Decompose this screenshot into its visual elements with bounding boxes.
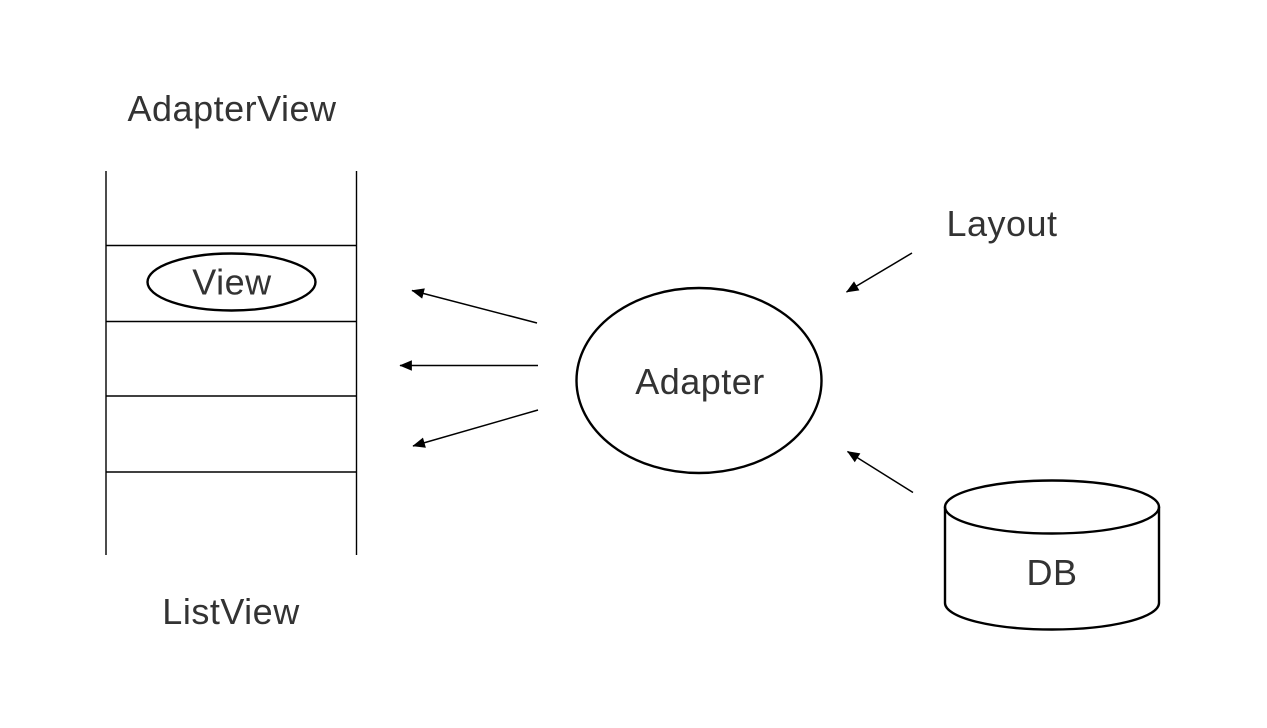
db-cylinder-body (943, 505, 1161, 631)
db-cylinder-top (943, 479, 1161, 535)
view-ellipse (146, 252, 317, 312)
listview-rows (105, 171, 358, 555)
edge-layout-to-adapter (845, 252, 913, 293)
listview-label: ListView (162, 591, 300, 632)
adapter-to-list-arrows (399, 288, 539, 448)
edge-adapter-to-row-4 (412, 409, 539, 448)
view-label: View (192, 262, 272, 303)
layout-label: Layout (946, 203, 1057, 244)
db-label: DB (1026, 552, 1077, 593)
adapter-ellipse (575, 286, 823, 475)
db-cylinder (943, 479, 1161, 631)
edge-db-to-adapter (846, 450, 914, 494)
adapter-label: Adapter (635, 361, 765, 402)
edge-adapter-to-view-row (411, 288, 538, 324)
adapterview-label: AdapterView (128, 88, 337, 129)
